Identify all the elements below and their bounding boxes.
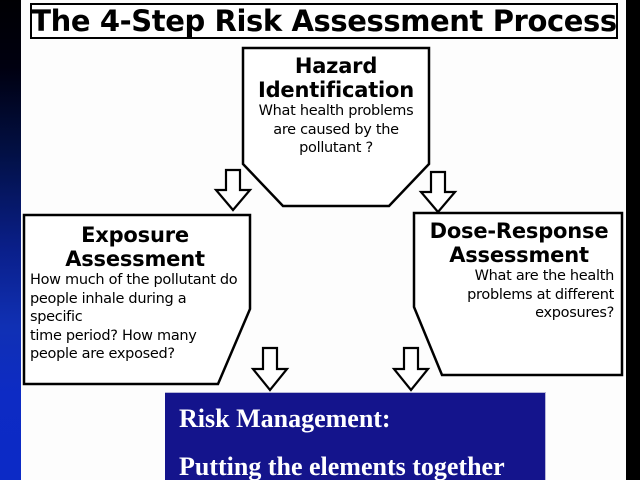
risk-management-line2: Putting the elements together bbox=[179, 452, 505, 480]
arrow-dose-to-risk-icon bbox=[391, 346, 431, 392]
page-title: The 4-Step Risk Assessment Process bbox=[30, 3, 618, 39]
arrow-hazard-to-dose-icon bbox=[418, 170, 458, 214]
hazard-body-line3: pollutant ? bbox=[299, 140, 373, 157]
risk-management-line1: Risk Management: bbox=[179, 404, 391, 433]
step-box-exposure-assessment: Exposure Assessment How much of the poll… bbox=[22, 213, 252, 387]
exposure-body-line2: people inhale during a specific bbox=[30, 290, 187, 326]
exposure-body-line4: people are exposed? bbox=[30, 346, 175, 363]
exposure-body-line3: time period? How many bbox=[30, 327, 197, 344]
dose-heading-line1: Dose-Response bbox=[429, 219, 609, 243]
exposure-box-shape bbox=[22, 213, 252, 386]
exposure-heading-line2: Assessment bbox=[65, 247, 205, 272]
left-gradient-bar bbox=[0, 0, 21, 480]
dose-body-line2: problems at different bbox=[467, 286, 614, 303]
hazard-heading-line1: Hazard bbox=[294, 54, 378, 78]
arrow-hazard-to-exposure-icon bbox=[213, 168, 253, 212]
right-black-bar bbox=[626, 0, 640, 480]
dose-body-line3: exposures? bbox=[535, 305, 614, 322]
dose-body-line1: What are the health bbox=[474, 268, 615, 285]
risk-management-banner: Risk Management: Putting the elements to… bbox=[165, 392, 546, 480]
exposure-body-line1: How much of the pollutant do bbox=[30, 272, 238, 289]
step-box-dose-response-assessment: Dose-Response Assessment What are the he… bbox=[412, 211, 624, 378]
page-title-text: The 4-Step Risk Assessment Process bbox=[31, 3, 617, 38]
hazard-body-line1: What health problems bbox=[258, 103, 414, 120]
arrow-exposure-to-risk-icon bbox=[250, 346, 290, 392]
hazard-box-shape bbox=[241, 46, 431, 208]
hazard-body-line2: are caused by the bbox=[273, 121, 399, 138]
hazard-heading-line2: Identification bbox=[257, 78, 415, 103]
exposure-heading-line1: Exposure bbox=[81, 223, 189, 247]
dose-box-shape bbox=[412, 211, 624, 377]
step-box-hazard-identification: Hazard Identification What health proble… bbox=[241, 46, 431, 208]
dose-heading-line2: Assessment bbox=[449, 243, 589, 268]
